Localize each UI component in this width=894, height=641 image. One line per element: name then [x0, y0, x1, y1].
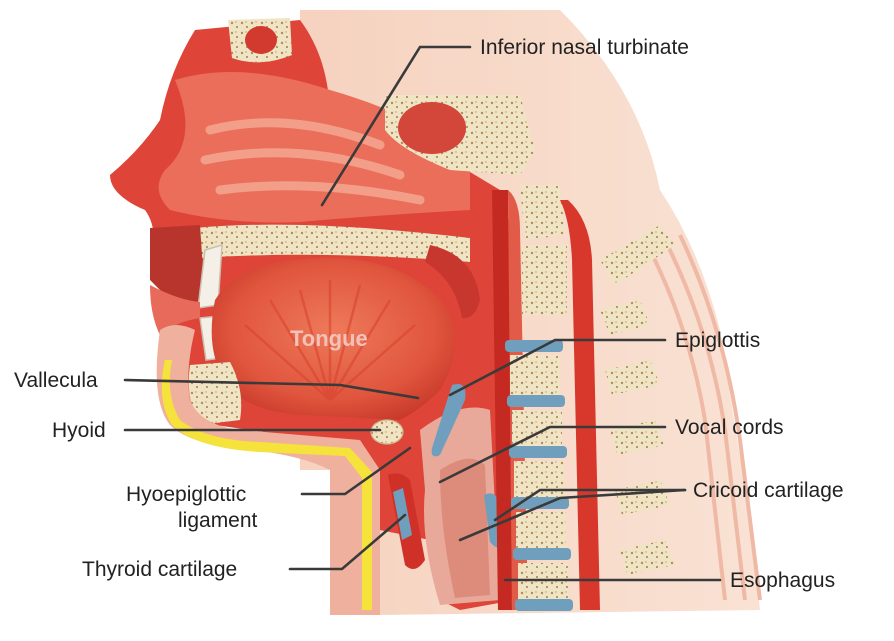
label-esophagus: Esophagus — [730, 569, 835, 592]
label-hyoepiglottic-line1: Hyoepiglottic — [126, 483, 246, 506]
label-inferior-nasal-turbinate: Inferior nasal turbinate — [480, 36, 689, 59]
frontal-sinus-cavity — [245, 26, 277, 54]
label-epiglottis: Epiglottis — [675, 329, 760, 352]
label-hyoid: Hyoid — [52, 419, 106, 442]
label-vallecula: Vallecula — [14, 369, 98, 392]
sphenoid-sinus — [398, 102, 466, 154]
label-vocal-cords: Vocal cords — [675, 416, 784, 439]
label-tongue: Tongue — [290, 326, 368, 351]
hyoid-bone — [371, 420, 403, 444]
label-cricoid-cartilage: Cricoid cartilage — [693, 479, 844, 502]
label-thyroid-cartilage: Thyroid cartilage — [82, 558, 237, 581]
label-hyoepiglottic-line2: ligament — [178, 509, 258, 532]
